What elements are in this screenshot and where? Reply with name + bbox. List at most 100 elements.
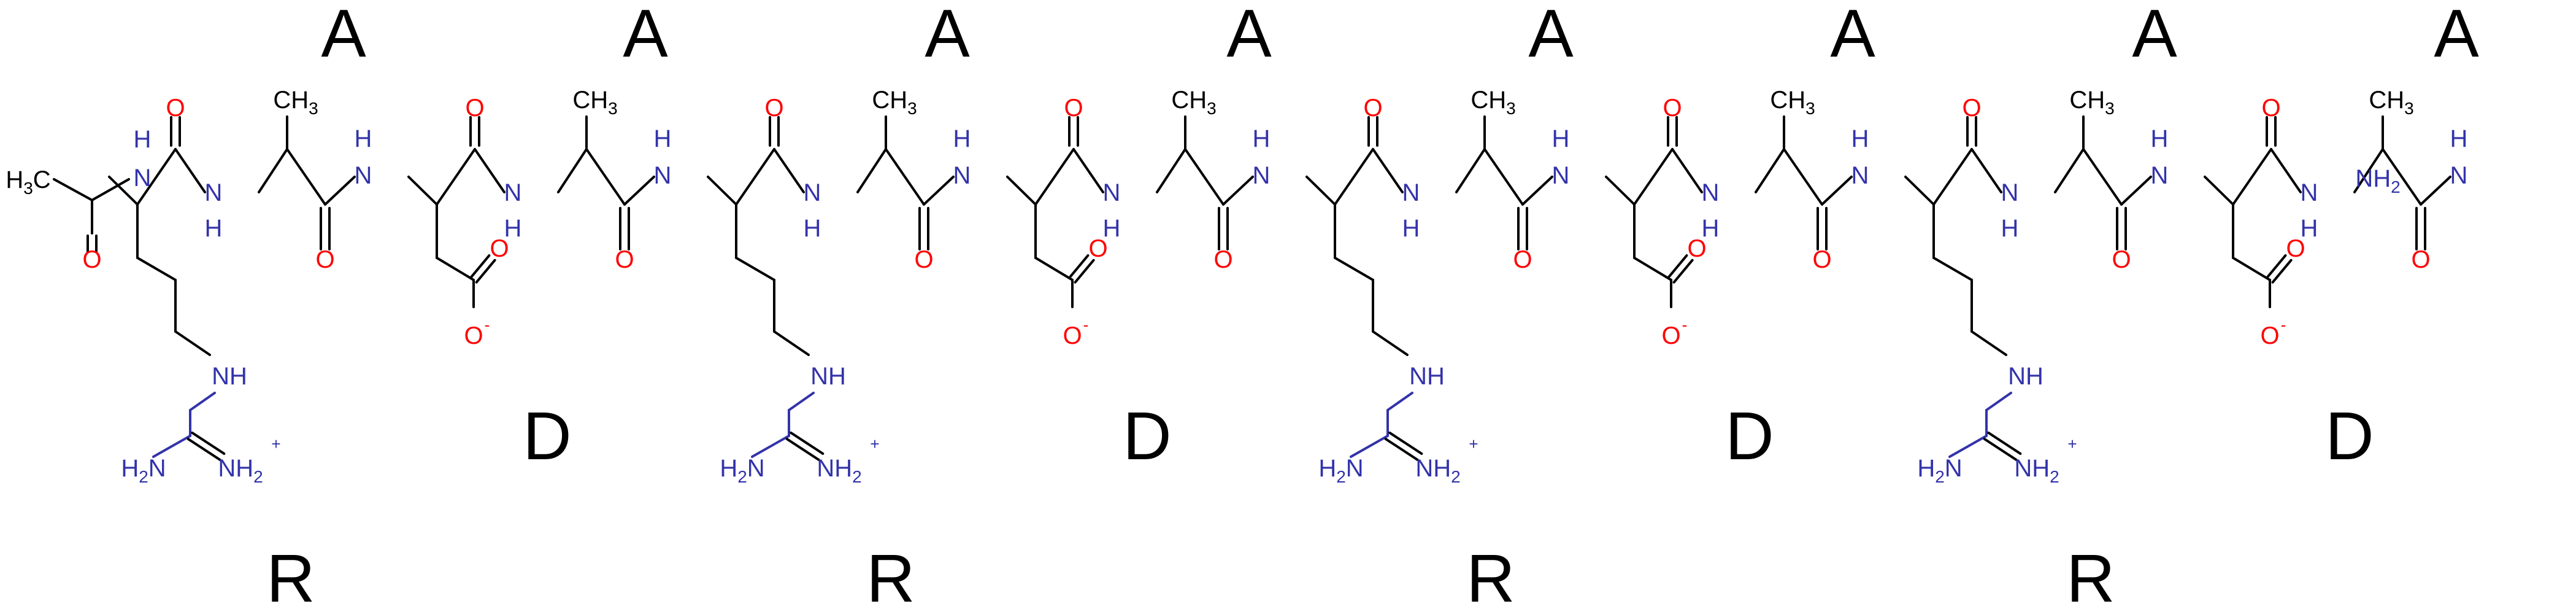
nitrogen-label: N <box>953 162 971 189</box>
backbone-bond <box>474 148 506 193</box>
methyl-label: CH3 <box>1471 87 1515 118</box>
oxygen-label: O <box>764 95 783 122</box>
acetyl-bond <box>91 178 130 201</box>
oxygen-label: O <box>2286 235 2305 262</box>
charge-label: - <box>2281 316 2286 334</box>
nitrogen-label: NH <box>2008 363 2043 390</box>
backbone-bond <box>2382 148 2422 206</box>
residue-letter-d: D <box>2325 398 2374 474</box>
oxygen-label: O <box>82 246 101 273</box>
backbone-bond <box>1334 148 1374 206</box>
backbone-bond <box>1671 148 1703 193</box>
backbone-bond <box>324 176 356 206</box>
nitrogen-label: N <box>804 179 821 206</box>
oxygen-label: O <box>1363 95 1382 122</box>
methyl-label: CH3 <box>1171 87 1216 118</box>
side-chain-bond <box>174 330 211 356</box>
nitrogen-label: N <box>2450 162 2468 189</box>
amine-label: H2N <box>1318 455 1363 486</box>
backbone-bond <box>735 148 775 206</box>
side-chain-bond <box>152 435 191 458</box>
backbone-bond <box>2204 176 2234 206</box>
methyl-label: CH3 <box>572 87 617 118</box>
carboxyl-double-bond <box>1074 258 1095 284</box>
hydrogen-label: H <box>2450 125 2468 152</box>
nitrogen-label: N <box>2001 179 2019 206</box>
oxygen-label: O <box>1063 322 1082 349</box>
nitrogen-label: N <box>134 165 152 192</box>
hydrogen-label: H <box>205 215 223 242</box>
nitrogen-label: N <box>1402 179 1420 206</box>
charge-label: + <box>870 435 879 453</box>
side-chain-bond <box>1386 392 1413 411</box>
side-chain-bond <box>1985 392 2012 411</box>
oxygen-label: O <box>1812 246 1831 273</box>
hydrogen-label: H <box>654 125 672 152</box>
hydrogen-label: H <box>504 215 522 242</box>
nitrogen-label: NH <box>212 363 247 390</box>
backbone-bond <box>707 176 737 206</box>
backbone-bond <box>885 148 925 206</box>
side-chain-bond <box>436 257 475 281</box>
side-chain-bond <box>1334 257 1374 281</box>
backbone-bond <box>1222 176 1254 206</box>
backbone-bond <box>2270 148 2302 193</box>
residue-letter-a: A <box>623 0 668 71</box>
guanidine-double-bond <box>790 431 825 455</box>
nitrogen-label: N <box>1702 179 1720 206</box>
oxygen-label: O <box>615 246 634 273</box>
nitrogen-label: N <box>2151 162 2169 189</box>
backbone-bond <box>2353 148 2384 193</box>
bond-lines <box>53 115 2451 462</box>
guanidine-double-bond <box>785 438 820 462</box>
amine-label: H2N <box>720 455 764 486</box>
nitrogen-label: NH <box>810 363 846 390</box>
side-chain-bond <box>1932 257 1973 281</box>
side-chain-bond <box>735 257 775 281</box>
oxygen-label: O <box>2261 95 2280 122</box>
hydrogen-label: H <box>1851 125 1869 152</box>
residue-letter-a: A <box>2434 0 2479 71</box>
backbone-bond <box>2082 148 2123 206</box>
methyl-label: CH3 <box>872 87 917 118</box>
oxygen-label: O <box>914 246 933 273</box>
backbone-bond <box>923 176 955 206</box>
backbone-bond <box>1521 176 1553 206</box>
amine-label: H2N <box>121 455 166 486</box>
residue-letter-a: A <box>1830 0 1875 71</box>
backbone-bond <box>557 148 588 193</box>
hydrogen-label: H <box>1702 215 1720 242</box>
oxygen-label: O <box>1663 95 1682 122</box>
nitrogen-label: N <box>355 162 372 189</box>
oxygen-label: O <box>2411 246 2430 273</box>
methyl-label: CH3 <box>273 87 318 118</box>
backbone-bond <box>1006 176 1037 206</box>
nitrogen-label: N <box>2301 179 2318 206</box>
oxygen-label: O <box>1513 246 1532 273</box>
residue-letter-d: D <box>1725 398 1774 474</box>
backbone-bond <box>1633 148 1674 206</box>
oxygen-label: O <box>464 322 483 349</box>
nitrogen-label: N <box>504 179 522 206</box>
residue-letter-r: R <box>866 541 915 609</box>
oxygen-label: O <box>1213 246 1232 273</box>
backbone-bond <box>1904 176 1935 206</box>
amine-label: NH2 <box>2014 455 2059 486</box>
backbone-bond <box>1156 148 1186 193</box>
nitrogen-label: N <box>654 162 672 189</box>
oxygen-label: O <box>2112 246 2131 273</box>
charge-label: - <box>1083 316 1089 334</box>
backbone-bond <box>1455 148 1486 193</box>
side-chain-bond <box>136 257 177 281</box>
charge-label: - <box>1682 316 1688 334</box>
residue-letter-r: R <box>1466 541 1515 609</box>
hydrogen-label: H <box>2301 215 2318 242</box>
backbone-bond <box>2232 148 2272 206</box>
side-chain-bond <box>1948 435 1988 458</box>
amide-label: NH2 <box>2355 165 2400 196</box>
hydrogen-label: H <box>134 126 152 153</box>
oxygen-label: O <box>1661 322 1680 349</box>
